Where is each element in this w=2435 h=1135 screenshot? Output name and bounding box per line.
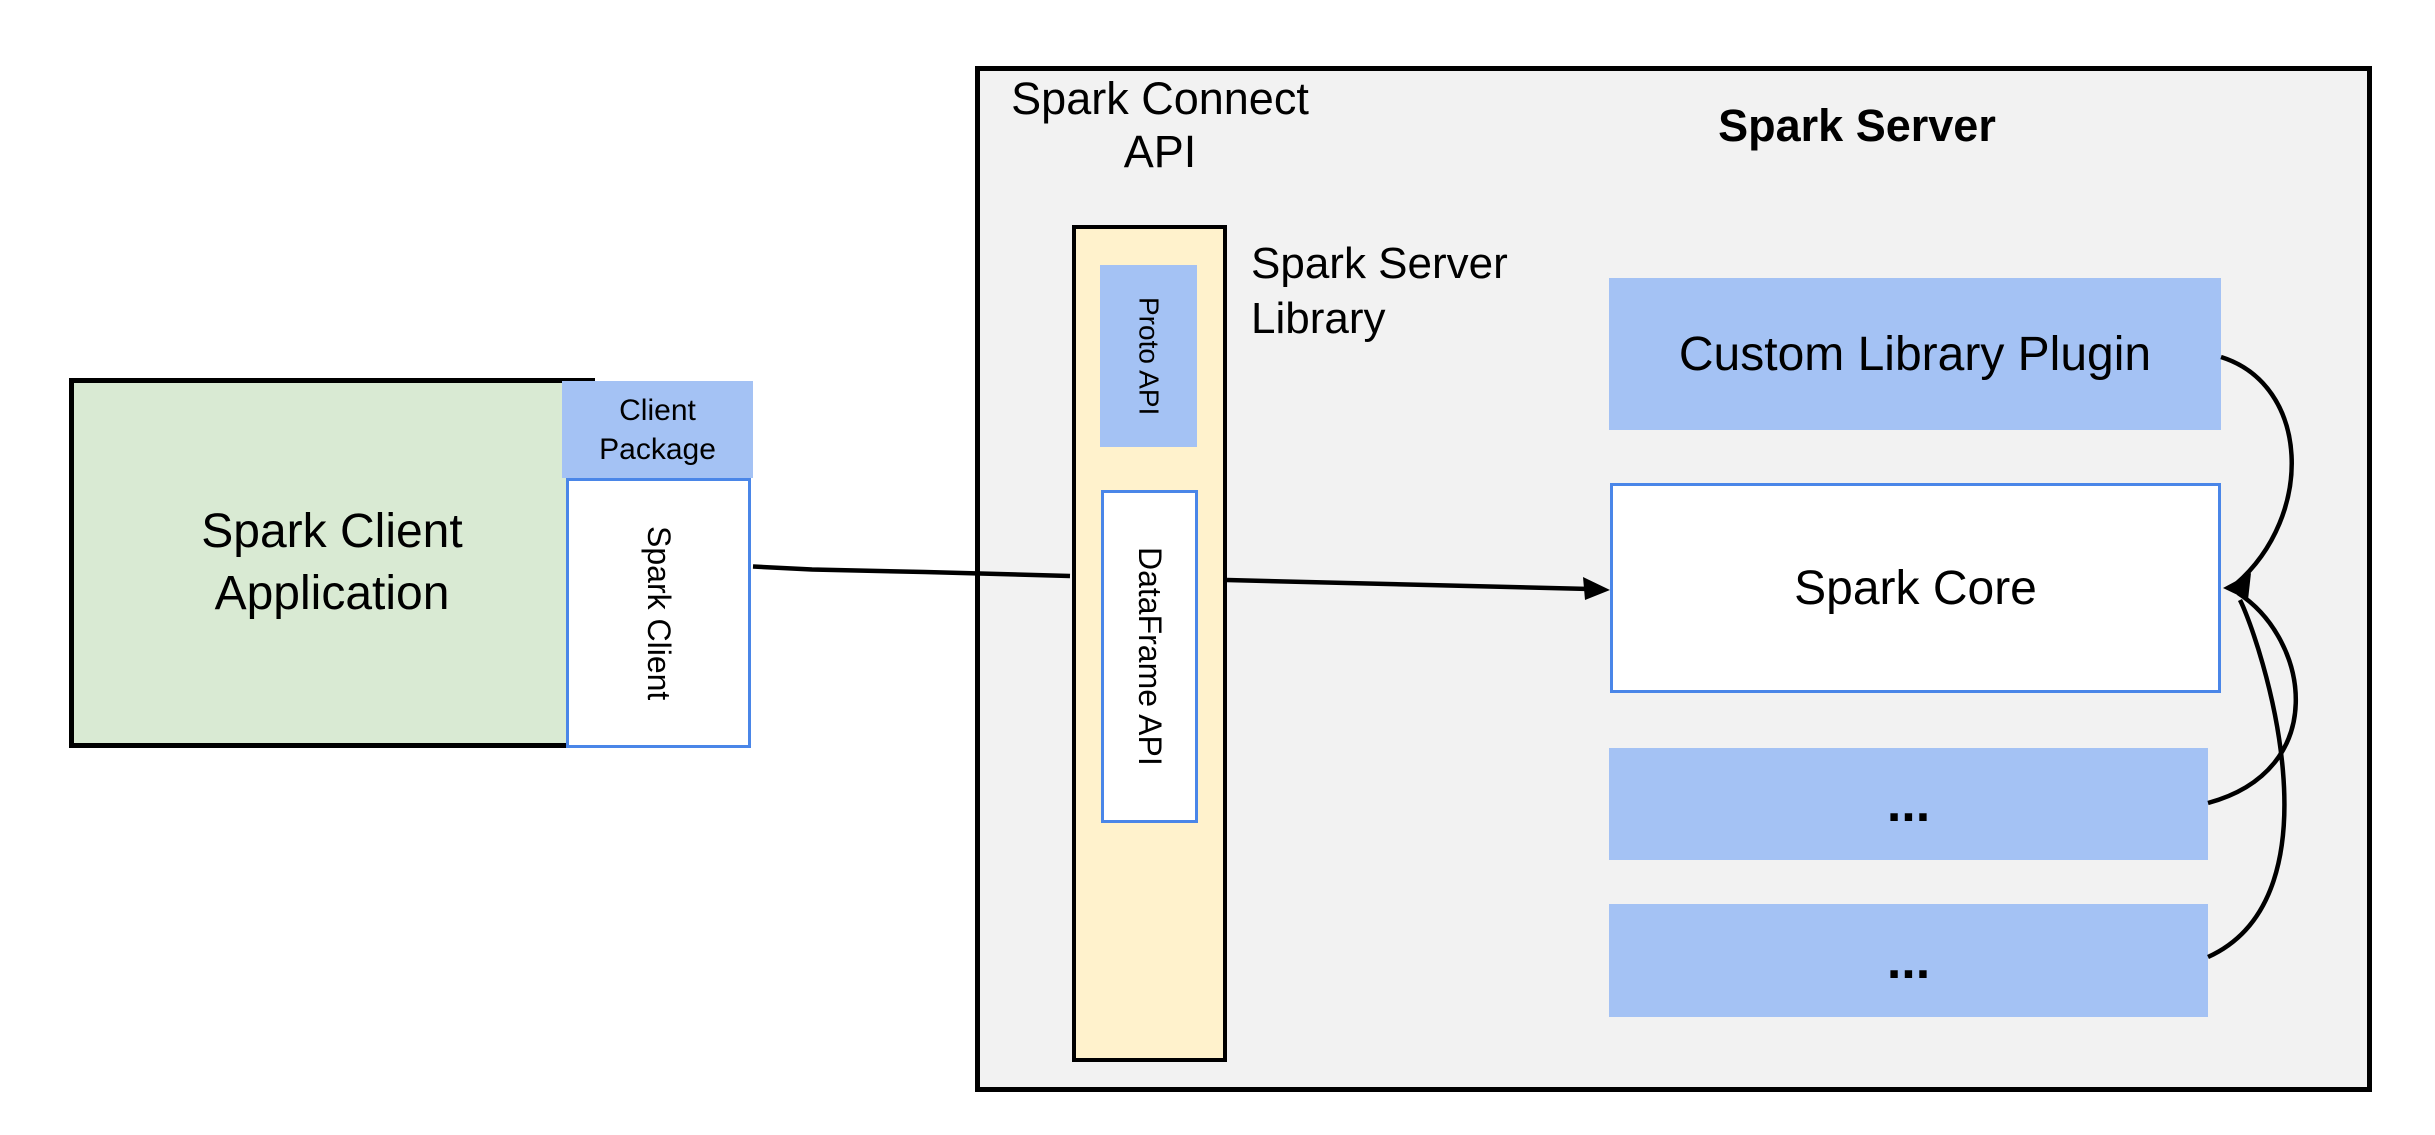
spark-client-application-box: Spark Client Application (69, 378, 595, 748)
spark-connect-api-label: Spark Connect API (1011, 73, 1309, 178)
dataframe-api-box: DataFrame API (1101, 490, 1198, 823)
dataframe-api-label: DataFrame API (1132, 547, 1168, 766)
ellipsis-label-2: ... (1886, 931, 1931, 990)
proto-api-label: Proto API (1133, 296, 1165, 416)
proto-api-box: Proto API (1100, 265, 1197, 447)
plugin-placeholder-box-2: ... (1609, 904, 2208, 1017)
custom-library-plugin-label: Custom Library Plugin (1678, 327, 2152, 381)
client-package-label: Client Package (599, 393, 716, 466)
spark-client-box: Spark Client (566, 478, 751, 748)
client-package-box: Client Package (562, 381, 753, 478)
spark-client-application-label: Spark Client Application (201, 504, 463, 620)
ellipsis-label-1: ... (1886, 775, 1931, 833)
spark-client-label: Spark Client (641, 525, 677, 701)
spark-server-title: Spark Server (1718, 100, 1996, 151)
plugin-placeholder-box-1: ... (1609, 748, 2208, 860)
spark-core-label: Spark Core (1794, 561, 2037, 615)
spark-core-box: Spark Core (1610, 483, 2221, 693)
custom-library-plugin-box: Custom Library Plugin (1609, 278, 2221, 430)
spark-server-library-label: Spark Server Library (1251, 239, 1508, 343)
